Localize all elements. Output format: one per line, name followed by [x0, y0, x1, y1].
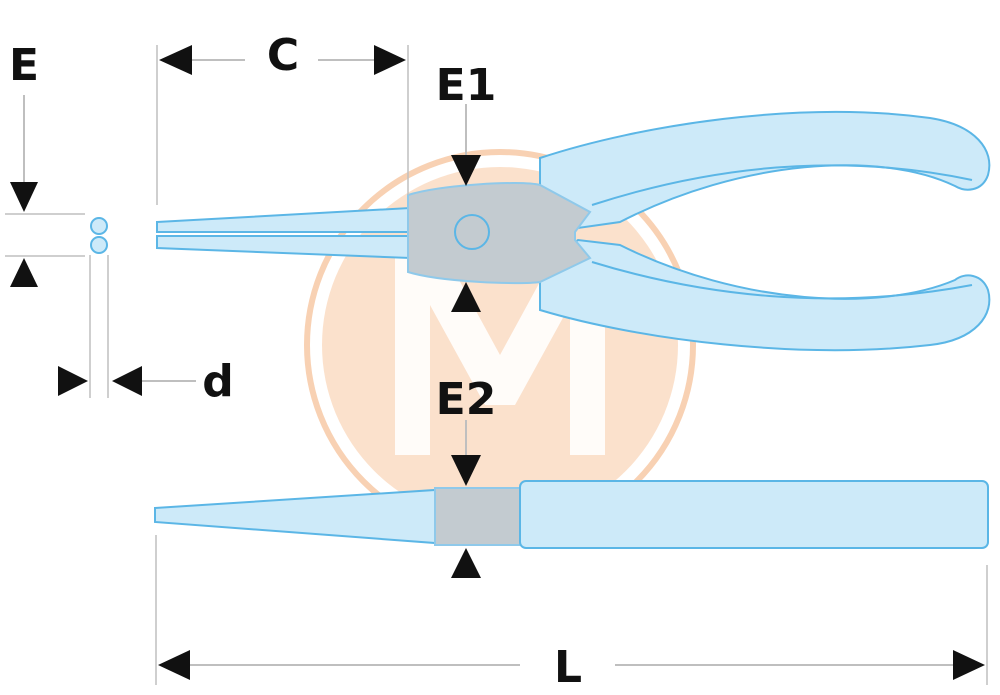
- label-e: E: [9, 40, 39, 91]
- lower-jaw: [156, 235, 411, 260]
- side-handle: [519, 480, 989, 549]
- upper-jaw: [156, 206, 411, 233]
- e1-arrow-down: [451, 155, 481, 186]
- dimension-l: L: [155, 535, 988, 693]
- e2-arrow-up: [451, 548, 481, 578]
- e2-arrow-down: [451, 455, 481, 486]
- label-d: d: [202, 356, 234, 407]
- label-e2: E2: [436, 374, 497, 425]
- c-arrow-left: [159, 45, 192, 75]
- e-arrow-down: [10, 182, 38, 212]
- dimension-c: C: [156, 30, 409, 205]
- upper-handle: [539, 111, 991, 230]
- e1-arrow-up: [451, 282, 481, 312]
- c-arrow-right: [374, 45, 406, 75]
- d-arrow-left: [112, 366, 142, 396]
- dimension-e2: E2: [436, 374, 497, 578]
- l-arrow-right: [953, 650, 985, 680]
- e-arrow-up: [10, 258, 38, 287]
- label-c: C: [267, 30, 299, 81]
- pivot-rivet: [454, 214, 490, 250]
- dimension-e1: E1: [436, 60, 497, 312]
- d-arrow-right: [58, 366, 88, 396]
- pliers-side-view: [154, 480, 989, 549]
- tip-cross-section: [90, 217, 108, 254]
- dimension-d: d: [58, 255, 234, 407]
- pivot-joint: [407, 182, 592, 285]
- side-jaw: [154, 488, 436, 545]
- pliers-top-view: [156, 111, 991, 352]
- l-arrow-left: [158, 650, 190, 680]
- label-l: L: [554, 642, 582, 693]
- dimension-e: E: [5, 40, 85, 287]
- side-joint: [434, 487, 524, 546]
- label-e1: E1: [436, 60, 497, 111]
